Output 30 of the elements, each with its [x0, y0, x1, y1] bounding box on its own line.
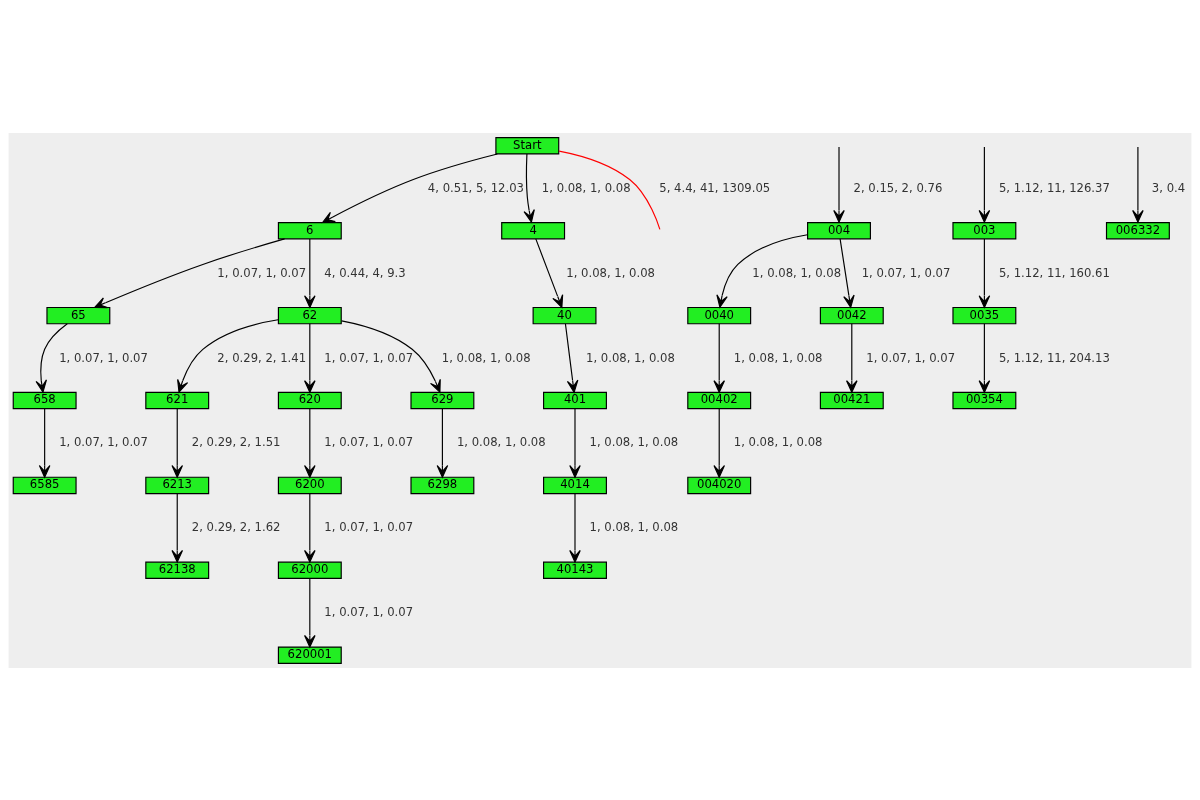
edge-label: 5, 4.4, 41, 1309.05 — [659, 180, 771, 195]
edge-label: 4, 0.51, 5, 12.03 — [427, 180, 525, 195]
edge-label: 5, 1.12, 11, 204.13 — [998, 350, 1110, 365]
edge-label: 1, 0.07, 1, 0.07 — [324, 519, 414, 534]
edge-label: 1, 0.08, 1, 0.08 — [441, 350, 531, 365]
edge-label: 1, 0.07, 1, 0.07 — [59, 350, 148, 365]
edge-label: 1, 0.07, 1, 0.07 — [217, 265, 307, 280]
edge-label: 1, 0.08, 1, 0.08 — [589, 519, 679, 534]
edge-label: 1, 0.07, 1, 0.07 — [324, 434, 414, 449]
edge-label: 2, 0.29, 2, 1.62 — [191, 519, 281, 534]
edge-label: 2, 0.15, 2, 0.76 — [853, 180, 943, 195]
edge-label: 1, 0.08, 1, 0.08 — [733, 434, 823, 449]
edge-label: 5, 1.12, 11, 126.37 — [998, 180, 1110, 195]
edge-label: 1, 0.08, 1, 0.08 — [566, 265, 656, 280]
edge-label: 1, 0.08, 1, 0.08 — [456, 434, 546, 449]
edge-label: 1, 0.07, 1, 0.07 — [861, 265, 951, 280]
edge-label: 1, 0.07, 1, 0.07 — [866, 350, 956, 365]
edge-label: 2, 0.29, 2, 1.41 — [217, 350, 307, 365]
edge-label: 1, 0.08, 1, 0.08 — [541, 180, 631, 195]
edge-label: 1, 0.08, 1, 0.08 — [752, 265, 842, 280]
edge-label: 1, 0.08, 1, 0.08 — [589, 434, 679, 449]
edge-label: 2, 0.29, 2, 1.51 — [191, 434, 281, 449]
edge-label: 4, 0.44, 4, 9.3 — [324, 265, 406, 280]
edge-label: 1, 0.08, 1, 0.08 — [733, 350, 823, 365]
edge-label: 1, 0.08, 1, 0.08 — [586, 350, 675, 365]
edge-label: 1, 0.07, 1, 0.07 — [59, 434, 148, 449]
edge-label: 1, 0.07, 1, 0.07 — [324, 350, 414, 365]
edge-label: 5, 1.12, 11, 160.61 — [998, 265, 1110, 280]
edge-label: 3, 0.4 — [1151, 180, 1186, 195]
edge-label: 1, 0.07, 1, 0.07 — [324, 604, 414, 619]
